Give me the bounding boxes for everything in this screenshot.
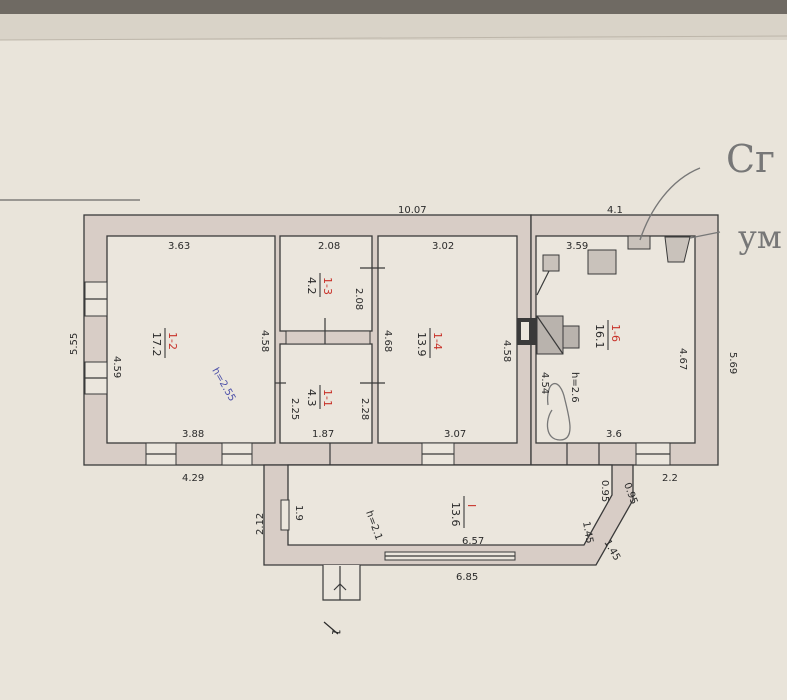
room-1-1-left: 2.25	[289, 398, 300, 420]
room-1-1-area: 4.3	[305, 389, 318, 407]
room-1-2-bottom: 3.88	[182, 429, 204, 440]
room-I-id: I	[465, 504, 478, 507]
stove	[517, 315, 580, 355]
room-I-label: I 13.6	[449, 496, 478, 528]
pencil-mark	[546, 382, 571, 441]
room-1-4	[377, 235, 518, 444]
dim-bottom-left: 4.29	[182, 473, 204, 484]
dim-porch-depth: 2.12	[255, 513, 266, 535]
room-1-6-right: 4.67	[677, 348, 688, 370]
room-1-3-id: 1-3	[321, 277, 334, 295]
handwriting-line1: Сг	[726, 137, 775, 181]
entrance-steps	[322, 565, 361, 601]
room-1-6-bottom: 3.6	[606, 429, 622, 440]
handwritten-note: Сг ум	[639, 137, 782, 256]
paper-edge	[0, 0, 787, 14]
dim-right-block: 4.1	[607, 205, 623, 216]
paper-fold	[0, 14, 787, 40]
handwriting-line2: ум	[738, 218, 782, 256]
room-I-area: 13.6	[449, 502, 462, 527]
room-1-1-label: 1-1 4.3	[305, 385, 334, 409]
room-1-2-id: 1-2	[166, 332, 179, 350]
room-1-6-id: 1-6	[609, 324, 622, 342]
room-1-2-right: 4.58	[259, 330, 270, 352]
room-1-4-right: 4.58	[501, 340, 512, 362]
room-1-2-label: 1-2 17.2	[150, 328, 179, 358]
room-1-6-note: h=2.6	[569, 372, 580, 403]
room-1-4-area: 13.9	[415, 332, 428, 357]
room-1-3-area: 4.2	[305, 277, 318, 295]
room-1-2-area: 17.2	[150, 332, 163, 357]
room-1-4-top: 3.02	[432, 241, 454, 252]
room-I-right-b: 0.95	[599, 480, 610, 502]
room-I-right-a: 1.45	[580, 521, 595, 545]
room-1-2-left: 4.59	[111, 356, 122, 378]
room-1-6-label: 1-6 16.1	[593, 320, 622, 350]
room-1-6-area: 16.1	[593, 324, 606, 349]
room-1-3	[279, 235, 373, 332]
room-1-3-side: 2.08	[353, 288, 364, 310]
main-block	[83, 214, 719, 466]
windows	[84, 281, 671, 466]
dim-left-depth: 5.55	[69, 333, 80, 355]
fixtures	[536, 235, 691, 296]
room-1-1-id: 1-1	[321, 389, 334, 407]
room-1-4-id: 1-4	[431, 332, 444, 350]
room-1-6-left: 4.54	[539, 372, 550, 394]
room-1-2-top: 3.63	[168, 241, 190, 252]
room-1-4-label: 1-4 13.9	[415, 328, 444, 358]
room-I-left: 1.9	[293, 505, 304, 521]
room-1-4-left: 4.68	[382, 330, 393, 352]
room-1-3-top: 2.08	[318, 241, 340, 252]
room-1-4-bottom: 3.07	[444, 429, 466, 440]
dim-porch-length: 6.85	[456, 572, 478, 583]
dim-total-length: 10.07	[398, 205, 427, 216]
dim-bottom-right: 2.2	[662, 473, 678, 484]
room-1-1-right: 2.28	[359, 398, 370, 420]
room-1-3-label: 1-3 4.2	[305, 273, 334, 297]
room-1-1-bottom: 1.87	[312, 429, 334, 440]
room-I-bottom: 6.57	[462, 536, 484, 547]
room-1-2	[106, 235, 276, 444]
dim-right-depth: 5.69	[727, 352, 738, 374]
room-1-6-top: 3.59	[566, 241, 588, 252]
veranda	[263, 464, 634, 566]
